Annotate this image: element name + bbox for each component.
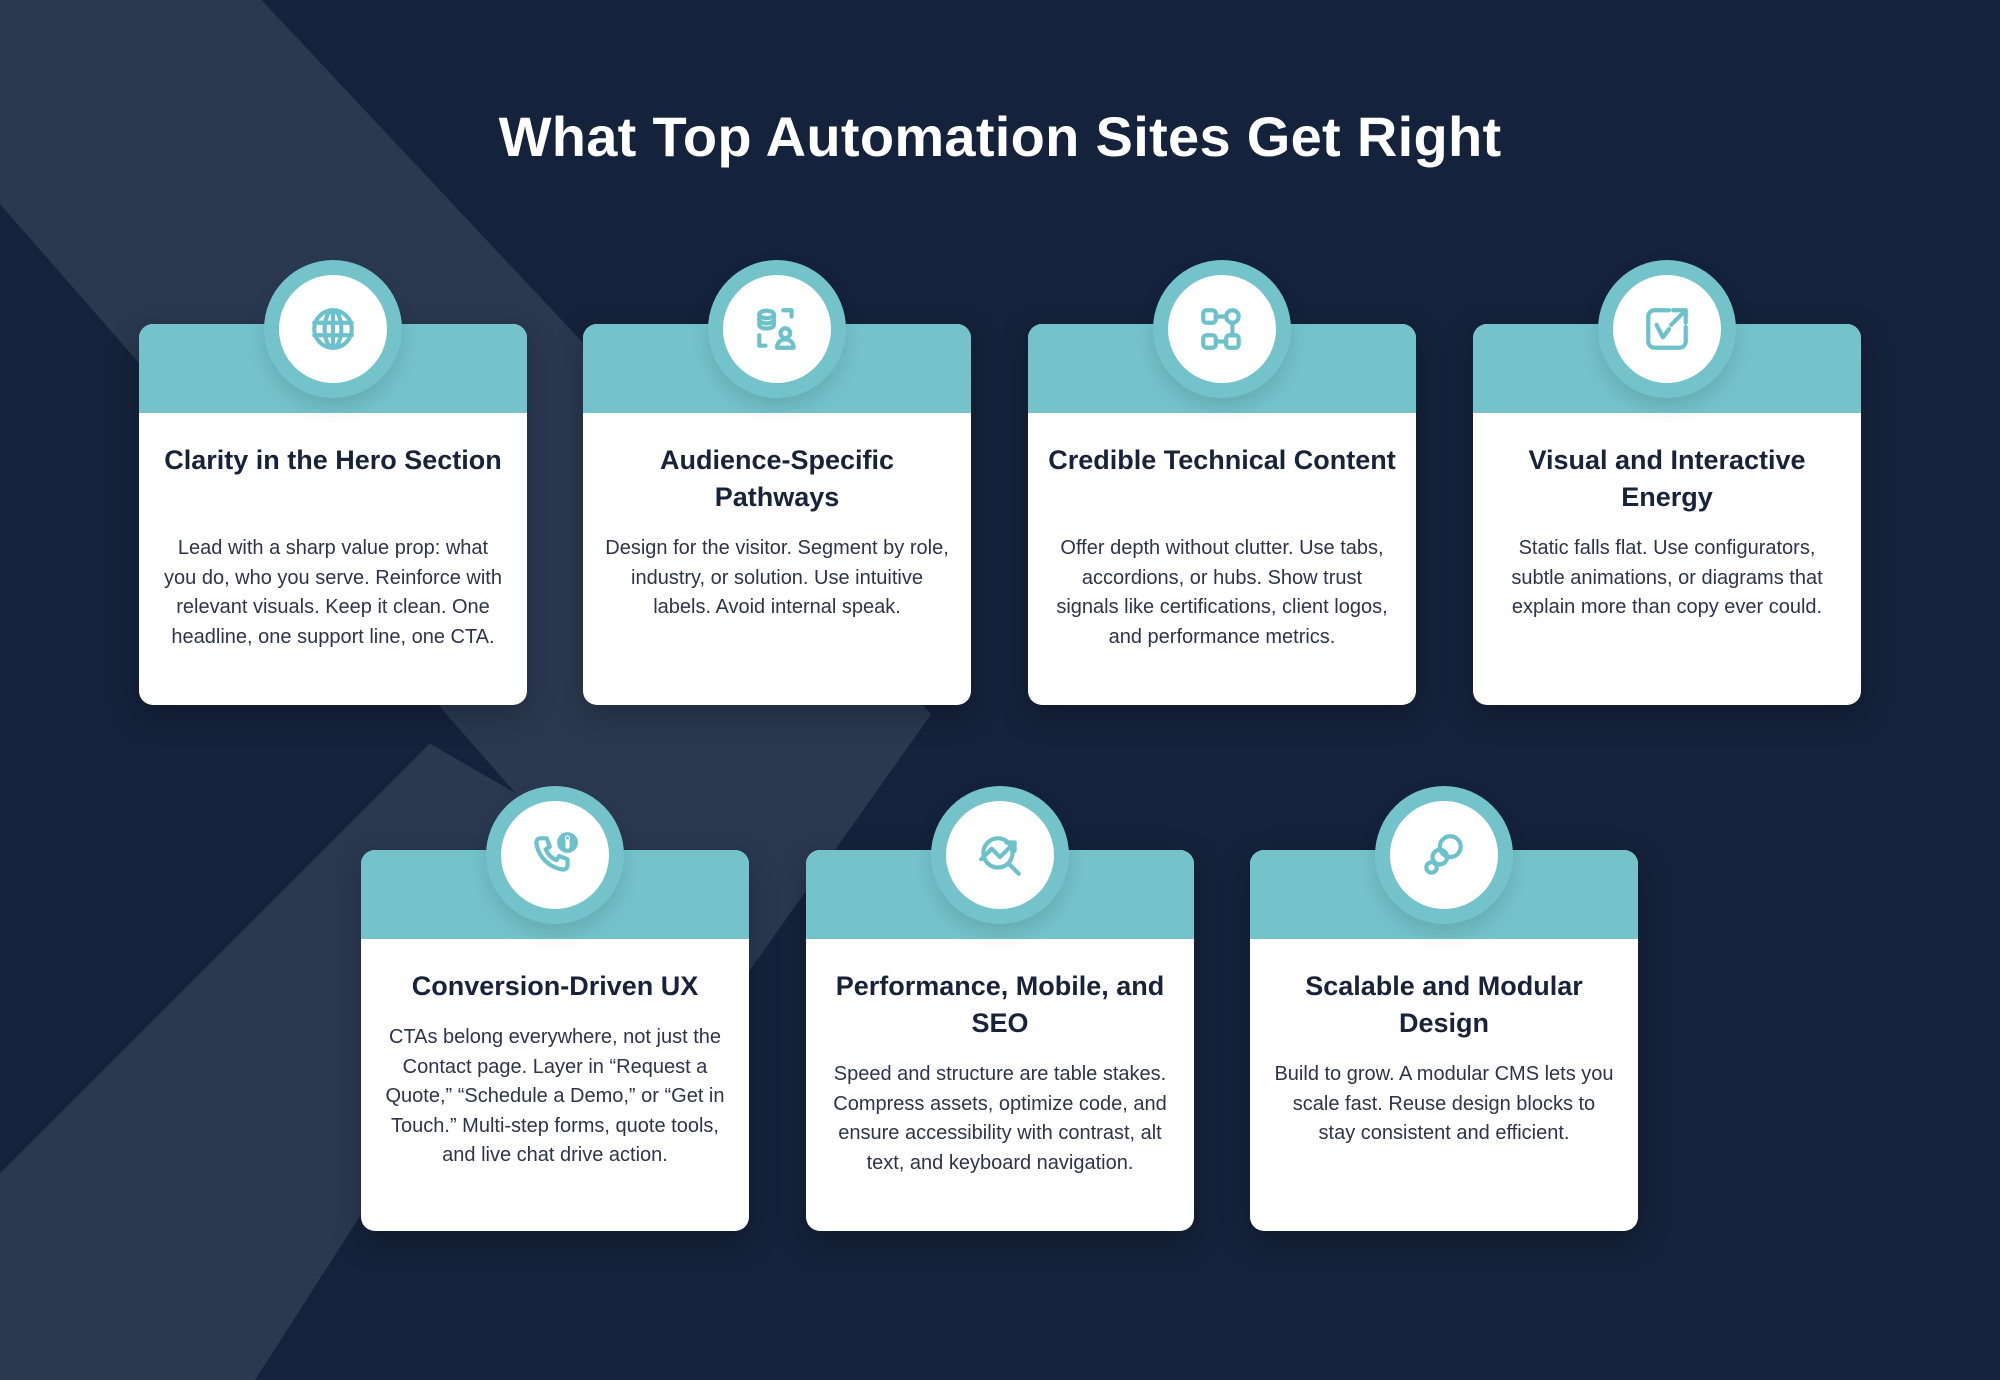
card-body: Lead with a sharp value prop: what you d… [164,537,502,648]
card-body: CTAs belong everywhere, not just the Con… [385,1026,725,1166]
database-user-icon [757,308,796,350]
card-scalable-design: Scalable and Modular Design Build to gro… [1250,786,1638,1231]
card-title: Credible Technical Content [1048,445,1396,475]
card-title: Scalable and Modular Design [1305,971,1583,1038]
modules-icon [1424,834,1463,875]
card-body: Static falls flat. Use configurators, su… [1511,537,1823,618]
card-title: Clarity in the Hero Section [164,445,502,475]
card-clarity-hero: Clarity in the Hero Section Lead with a … [139,260,527,705]
card-body: Offer depth without clutter. Use tabs, a… [1056,537,1388,648]
card-title: Visual and Interactive Energy [1528,445,1806,512]
phone-info-icon [534,832,578,872]
card-technical-content: Credible Technical Content Offer depth w… [1028,260,1416,705]
card-title: Performance, Mobile, and SEO [835,971,1165,1038]
card-body: Build to grow. A modular CMS lets you sc… [1274,1063,1614,1144]
card-conversion-ux: Conversion-Driven UX CTAs belong everywh… [361,786,749,1231]
icon-badge [931,786,1069,924]
icon-badge [1598,260,1736,398]
icon-badge [1375,786,1513,924]
card-performance-seo: Performance, Mobile, and SEO Speed and s… [806,786,1194,1231]
icon-badge [264,260,402,398]
card-audience-pathways: Audience-Specific Pathways Design for th… [583,260,971,705]
card-body: Design for the visitor. Segment by role,… [605,537,949,618]
card-body: Speed and structure are table stakes. Co… [833,1063,1167,1174]
card-title: Audience-Specific Pathways [659,445,895,512]
nodes-icon [1201,308,1241,350]
icon-badge [486,786,624,924]
card-title: Conversion-Driven UX [411,971,699,1001]
icon-badge [708,260,846,398]
interactive-chart-icon [1646,308,1688,350]
chart-search-icon [979,836,1021,876]
globe-icon [312,308,354,350]
page-title: What Top Automation Sites Get Right [498,105,1502,168]
card-visual-energy: Visual and Interactive Energy Static fal… [1473,260,1861,705]
icon-badge [1153,260,1291,398]
